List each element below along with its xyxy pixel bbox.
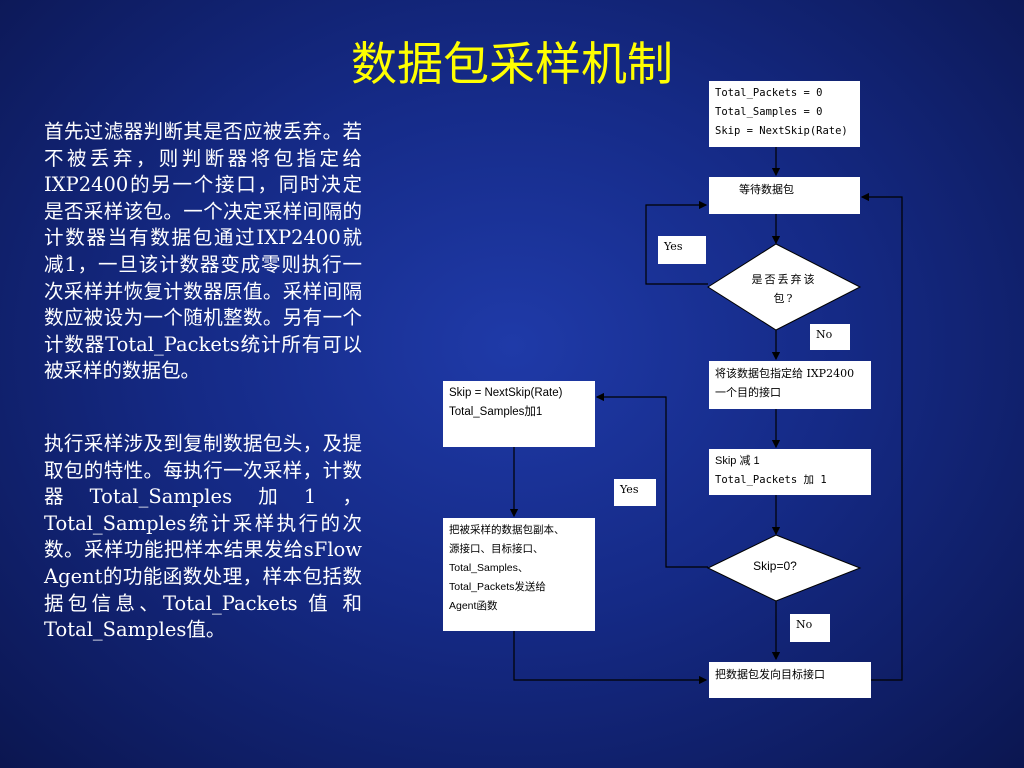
wait-packet-box: 等待数据包 bbox=[709, 177, 860, 214]
init-total-samples: Total_Samples = 0 bbox=[715, 106, 823, 118]
init-total-packets: Total_Packets = 0 bbox=[715, 87, 823, 99]
skip-check-diamond bbox=[706, 534, 862, 602]
skip-decrement-box: Skip 减 1 Total_Packets 加 1 bbox=[709, 449, 871, 495]
drop-decision-label: 是否丢弃该包? bbox=[751, 273, 817, 305]
yes-label-2: Yes bbox=[614, 479, 656, 506]
page-title: 数据包采样机制 bbox=[351, 37, 673, 91]
samples-increment-line: Total_Samples加1 bbox=[449, 406, 543, 418]
reset-skip-line: Skip = NextSkip(Rate) bbox=[449, 387, 563, 399]
send-line-5: Agent函数 bbox=[449, 600, 498, 612]
init-box: Total_Packets = 0 Total_Samples = 0 Skip… bbox=[709, 81, 860, 147]
arrow-send-to-forward bbox=[513, 631, 708, 685]
arrow-forward-loop bbox=[860, 192, 903, 681]
init-skip: Skip = NextSkip(Rate) bbox=[715, 125, 848, 137]
arrow-yes-loop bbox=[645, 200, 708, 285]
no-label-2: No bbox=[790, 614, 830, 642]
packets-increment-line: Total_Packets 加 1 bbox=[715, 474, 827, 486]
skip-decrement-line: Skip 减 1 bbox=[715, 455, 760, 467]
assign-interface-box: 将该数据包指定给 IXP2400一个目的接口 bbox=[709, 361, 871, 409]
send-line-4: Total_Packets发送给 bbox=[449, 581, 546, 593]
no-label-1: No bbox=[810, 324, 850, 350]
forward-packet-box: 把数据包发向目标接口 bbox=[709, 662, 871, 698]
send-line-2: 源接口、目标接口、 bbox=[449, 543, 544, 555]
reset-skip-box: Skip = NextSkip(Rate) Total_Samples加1 bbox=[443, 381, 595, 447]
skip-check-label: Skip=0? bbox=[753, 559, 797, 573]
send-sample-box: 把被采样的数据包副本、 源接口、目标接口、 Total_Samples、 Tot… bbox=[443, 518, 595, 631]
drop-decision-diamond bbox=[707, 243, 862, 331]
arrow-check-yes bbox=[595, 392, 708, 568]
yes-label-1: Yes bbox=[658, 236, 706, 264]
send-line-1: 把被采样的数据包副本、 bbox=[449, 524, 565, 536]
intro-paragraph: 首先过滤器判断其是否应被丢弃。若不被丢弃，则判断器将包指定给IXP2400的另一… bbox=[44, 120, 362, 383]
send-line-3: Total_Samples、 bbox=[449, 562, 529, 574]
sampling-paragraph: 执行采样涉及到复制数据包头，及提取包的特性。每执行一次采样，计数器Total_S… bbox=[44, 432, 362, 642]
